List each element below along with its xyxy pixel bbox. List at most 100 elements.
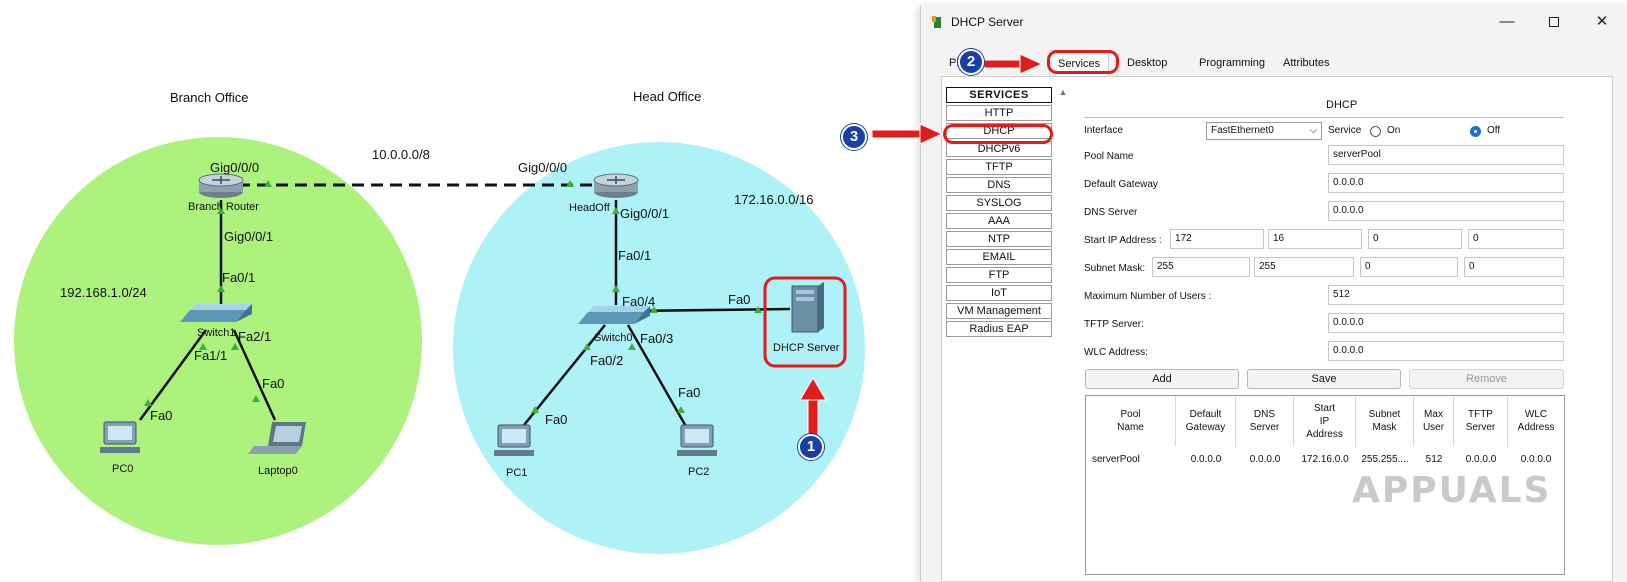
default-gateway-field[interactable]: 0.0.0.0 (1328, 173, 1564, 193)
services-header: SERVICES (946, 87, 1052, 103)
wlc-address-label: WLC Address: (1084, 347, 1148, 358)
max-users-label: Maximum Number of Users : (1084, 291, 1212, 302)
maximize-button[interactable] (1533, 10, 1575, 34)
start-ip-octet-3[interactable]: 0 (1368, 229, 1462, 249)
start-ip-octet-2[interactable]: 16 (1268, 229, 1362, 249)
laptop0-icon[interactable] (248, 422, 306, 454)
port-label: Fa2/1 (238, 329, 271, 344)
tftp-server-label: TFTP Server: (1084, 319, 1144, 330)
service-vm-management[interactable]: VM Management (946, 303, 1052, 319)
port-label: Fa0 (728, 292, 750, 307)
service-radius-eap[interactable]: Radius EAP (946, 321, 1052, 337)
table-cell: serverPool (1092, 454, 1140, 465)
interface-value: FastEthernet0 (1211, 125, 1274, 136)
close-button[interactable]: ✕ (1595, 13, 1609, 30)
pool-name-field[interactable]: serverPool (1328, 145, 1564, 165)
service-dhcp[interactable]: DHCP (946, 123, 1052, 139)
chevron-down-icon: ⌵ (1309, 125, 1317, 136)
add-button[interactable]: Add (1085, 369, 1239, 389)
service-on-radio[interactable] (1370, 126, 1381, 137)
branch-router-icon[interactable] (198, 173, 244, 198)
annotation-arrow-2 (983, 53, 1044, 75)
tab-attributes[interactable]: Attributes (1283, 57, 1330, 69)
remove-button[interactable]: Remove (1409, 369, 1564, 389)
step-badge-1: 1 (798, 434, 824, 460)
port-label: Gig0/0/0 (210, 160, 259, 175)
table-cell: 255.255.... (1361, 454, 1409, 465)
column-header: Default Gateway (1176, 396, 1236, 446)
table-cell: 172.16.0.0 (1301, 454, 1349, 465)
service-label: Service (1328, 125, 1362, 136)
tftp-server-field[interactable]: 0.0.0.0 (1328, 313, 1564, 333)
branch-switch-icon[interactable] (180, 304, 252, 322)
network-topology: Branch Office Head Office 10.0.0.0/8 192… (14, 89, 865, 554)
save-button[interactable]: Save (1247, 369, 1401, 389)
dhcp-title: DHCP (1326, 99, 1358, 111)
port-label: Fa0/1 (222, 270, 255, 285)
service-aaa[interactable]: AAA (946, 213, 1052, 229)
max-users-field[interactable]: 512 (1328, 285, 1564, 305)
head-office-title: Head Office (633, 89, 701, 104)
head-office-zone (453, 142, 865, 554)
dns-server-label: DNS Server (1084, 207, 1138, 218)
start-ip-octet-1[interactable]: 172 (1170, 229, 1264, 249)
port-label: Fa1/1 (194, 348, 227, 363)
table-cell: 0.0.0.0 (1249, 454, 1281, 465)
dhcp-server-icon[interactable] (791, 282, 824, 333)
scroll-up-arrow-icon[interactable]: ▲ (1058, 87, 1068, 97)
watermark: APPUALS (1352, 470, 1552, 511)
services-tab-highlight (1047, 50, 1119, 74)
subnet-mask-label: Subnet Mask: (1084, 263, 1146, 274)
port-label: Fa0/2 (590, 353, 623, 368)
wan-network-label: 10.0.0.0/8 (372, 147, 430, 162)
head-router-icon[interactable] (593, 173, 639, 198)
pool-name-label: Pool Name (1084, 151, 1134, 162)
column-header: DNS Server (1236, 396, 1294, 446)
column-header: Subnet Mask (1356, 396, 1414, 446)
dns-server-field[interactable]: 0.0.0.0 (1328, 201, 1564, 221)
pool-table: Pool Name Default Gateway DNS Server Sta… (1085, 395, 1565, 575)
tab-programming[interactable]: Programming (1199, 57, 1266, 69)
service-dns[interactable]: DNS (946, 177, 1052, 193)
subnet-mask-octet-3[interactable]: 0 (1360, 257, 1458, 277)
dhcp-service-highlight (943, 124, 1053, 144)
link-status-indicators (144, 180, 762, 413)
step-badge-2: 2 (958, 49, 984, 75)
start-ip-octet-4[interactable]: 0 (1468, 229, 1564, 249)
maximize-icon (1549, 17, 1559, 28)
service-syslog[interactable]: SYSLOG (946, 195, 1052, 211)
service-ntp[interactable]: NTP (946, 231, 1052, 247)
app-icon (932, 16, 941, 28)
pc1-label: PC1 (506, 467, 527, 479)
service-ftp[interactable]: FTP (946, 267, 1052, 283)
interface-select[interactable]: FastEthernet0 ⌵ (1206, 122, 1322, 140)
title-bar: DHCP Server — ✕ (921, 6, 1627, 38)
subnet-mask-octet-2[interactable]: 255 (1254, 257, 1354, 277)
port-label: Fa0/1 (618, 248, 651, 263)
service-iot[interactable]: IoT (946, 285, 1052, 301)
column-header: Max User (1414, 396, 1454, 446)
minimize-button[interactable]: — (1499, 13, 1515, 30)
port-label: Gig0/0/1 (224, 229, 273, 244)
table-cell: 0.0.0.0 (1190, 454, 1222, 465)
service-off-radio[interactable] (1470, 126, 1481, 137)
port-label: Gig0/0/1 (620, 206, 669, 221)
pc2-icon[interactable] (677, 424, 717, 456)
pc1-icon[interactable] (494, 424, 534, 456)
step-badge-3: 3 (841, 124, 867, 150)
service-http[interactable]: HTTP (946, 105, 1052, 121)
tab-desktop[interactable]: Desktop (1127, 57, 1168, 69)
port-label: Fa0 (678, 385, 700, 400)
service-tftp[interactable]: TFTP (946, 159, 1052, 175)
default-gateway-label: Default Gateway (1084, 179, 1158, 190)
wlc-address-field[interactable]: 0.0.0.0 (1328, 341, 1564, 361)
column-header: TFTP Server (1454, 396, 1508, 446)
head-switch-icon[interactable] (578, 306, 650, 324)
service-email[interactable]: EMAIL (946, 249, 1052, 265)
subnet-mask-octet-4[interactable]: 0 (1464, 257, 1564, 277)
dhcp-server-window: DHCP Server — ✕ Ph Services Desktop Prog… (920, 6, 1627, 582)
subnet-mask-octet-1[interactable]: 255 (1152, 257, 1250, 277)
pc0-icon[interactable] (100, 421, 140, 453)
annotation-arrow-3 (871, 123, 944, 145)
